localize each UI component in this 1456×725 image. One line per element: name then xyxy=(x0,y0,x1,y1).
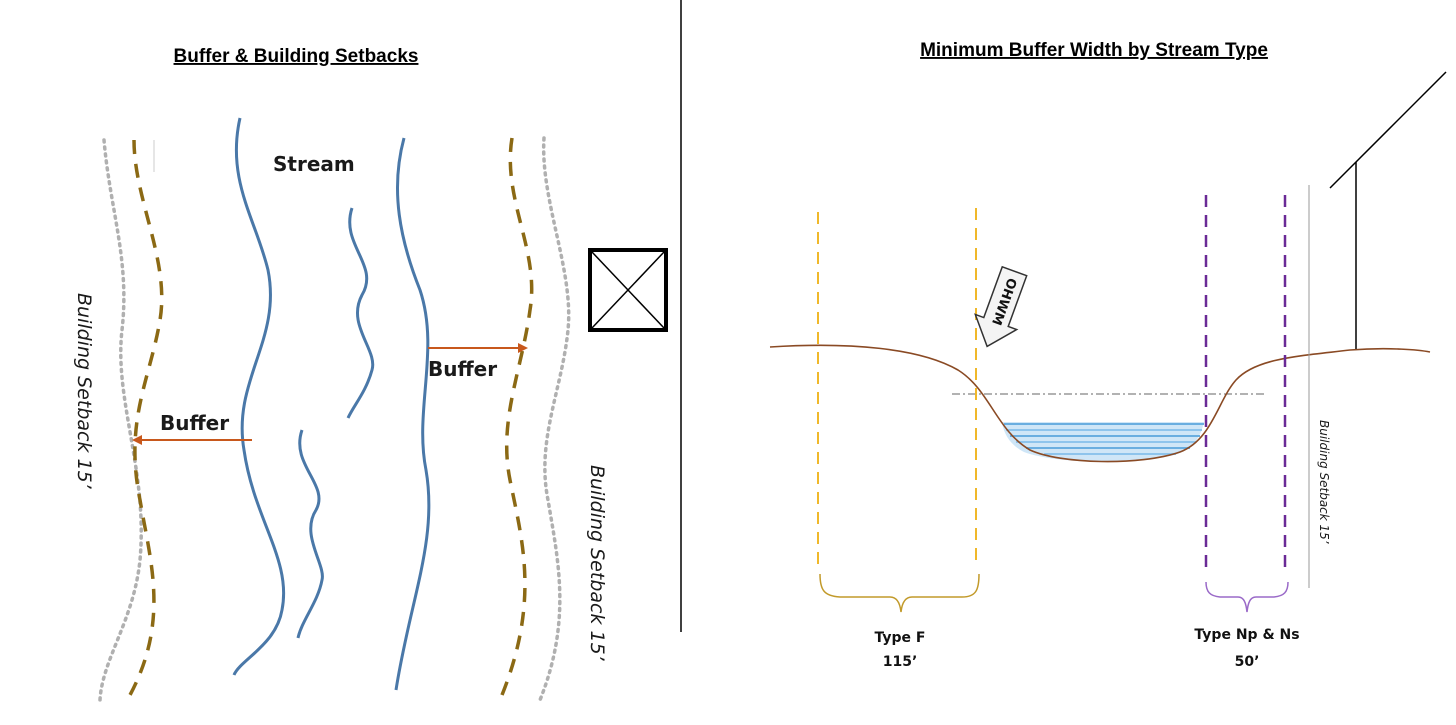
right-panel-setback-label: Building Setback 15’ xyxy=(1317,420,1331,544)
type-np-width: 50’ xyxy=(1235,654,1260,670)
building-roof-line xyxy=(1329,71,1447,189)
type-np-name: Type Np & Ns xyxy=(1194,627,1299,643)
right-setback-label: Building Setback 15’ xyxy=(586,465,608,662)
ground-profile xyxy=(769,344,1431,463)
stream-channel-lower xyxy=(296,429,324,639)
building-symbol xyxy=(588,248,668,332)
right-buffer-line xyxy=(500,137,534,696)
type-f-name: Type F xyxy=(875,630,926,646)
stream-bank-right xyxy=(394,137,431,691)
right-panel-title: Minimum Buffer Width by Stream Type xyxy=(920,40,1268,61)
left-setback-label: Building Setback 15’ xyxy=(73,293,95,490)
type-np-brace xyxy=(1205,581,1289,613)
left-panel-title: Buffer & Building Setbacks xyxy=(174,46,419,67)
stream-label: Stream xyxy=(273,152,355,176)
stream-channel-upper xyxy=(346,207,375,419)
left-buffer-line xyxy=(128,139,164,696)
water-body xyxy=(1002,422,1204,462)
left-setback-line xyxy=(98,138,143,702)
stream-bank-left xyxy=(232,117,286,676)
left-buffer-label: Buffer xyxy=(160,411,229,435)
type-f-brace xyxy=(819,573,980,613)
type-f-width: 115’ xyxy=(883,654,918,670)
right-setback-line xyxy=(538,136,571,702)
right-buffer-label: Buffer xyxy=(428,357,497,381)
